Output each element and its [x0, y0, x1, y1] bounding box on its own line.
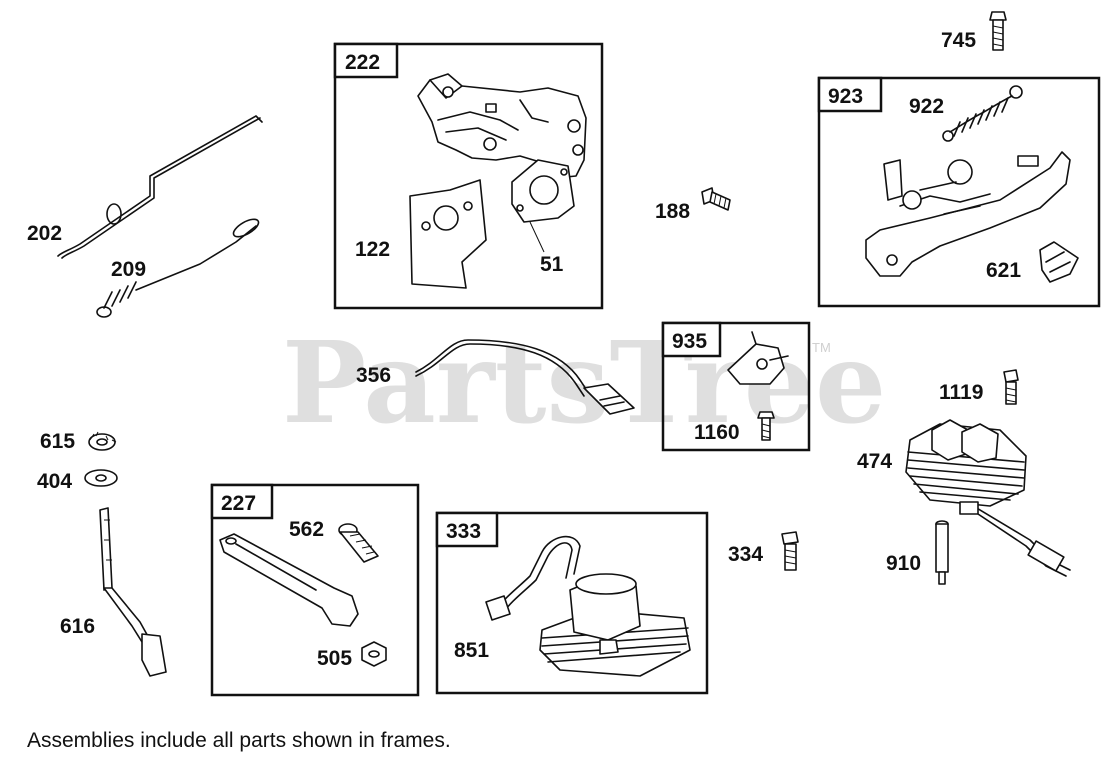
nut-part-615[interactable] — [88, 431, 117, 451]
frame-227-label: 227 — [221, 492, 256, 515]
frame-923[interactable]: 923 — [817, 76, 1101, 308]
screw-part-188[interactable] — [701, 187, 731, 211]
screw-part-745[interactable] — [989, 11, 1007, 51]
clip-part-621[interactable] — [1039, 241, 1079, 283]
label-356: 356 — [356, 364, 391, 387]
label-745: 745 — [941, 29, 976, 52]
label-615: 615 — [40, 430, 75, 453]
footnote: Assemblies include all parts shown in fr… — [27, 729, 451, 752]
screw-part-1160[interactable] — [757, 411, 775, 441]
ignition-module-part-474[interactable] — [905, 419, 1071, 577]
frame-333[interactable]: 333 — [435, 511, 709, 695]
label-188: 188 — [655, 200, 690, 223]
lever-shaft-part-616[interactable] — [99, 507, 167, 677]
screw-part-1119[interactable] — [1003, 369, 1019, 405]
gasket-part-122[interactable] — [409, 179, 487, 289]
watermark-trademark: TM — [812, 340, 831, 355]
label-851: 851 — [454, 639, 489, 662]
spring-part-922[interactable] — [942, 85, 1023, 142]
washer-part-404[interactable] — [84, 469, 118, 487]
frame-333-label: 333 — [446, 520, 481, 543]
label-209: 209 — [111, 258, 146, 281]
stud-part-910[interactable] — [935, 520, 949, 585]
bolt-part-562[interactable] — [338, 523, 379, 563]
label-1160: 1160 — [694, 421, 740, 444]
bracket-part-935[interactable] — [727, 331, 789, 385]
frame-923-label: 923 — [828, 85, 863, 108]
label-922: 922 — [909, 95, 944, 118]
label-404: 404 — [37, 470, 72, 493]
link-part-202[interactable] — [57, 115, 263, 259]
label-202: 202 — [27, 222, 62, 245]
label-910: 910 — [886, 552, 921, 575]
frame-935-label: 935 — [672, 330, 707, 353]
gasket-part-51[interactable] — [511, 159, 575, 253]
label-616: 616 — [60, 615, 95, 638]
label-474: 474 — [857, 450, 892, 473]
label-505: 505 — [317, 647, 352, 670]
label-122: 122 — [355, 238, 390, 261]
label-621: 621 — [986, 259, 1021, 282]
wire-part-356[interactable] — [415, 339, 635, 415]
screw-part-334[interactable] — [781, 531, 799, 571]
frame-935[interactable]: 935 — [661, 321, 811, 452]
lever-part-227[interactable] — [219, 533, 359, 627]
label-562: 562 — [289, 518, 324, 541]
nut-part-505[interactable] — [361, 641, 387, 667]
frame-227[interactable]: 227 — [210, 483, 420, 697]
frame-222[interactable]: 222 — [333, 42, 604, 310]
control-bracket-part-222[interactable] — [417, 73, 587, 179]
spring-link-part-209[interactable] — [96, 216, 261, 318]
watermark-text: PartsTree — [282, 318, 886, 449]
label-51: 51 — [540, 253, 564, 276]
label-334: 334 — [728, 543, 763, 566]
governor-bracket-part-923[interactable] — [865, 151, 1071, 277]
label-1119: 1119 — [939, 381, 983, 404]
frame-222-label: 222 — [345, 51, 380, 74]
ignition-coil-part-333[interactable] — [485, 535, 691, 677]
